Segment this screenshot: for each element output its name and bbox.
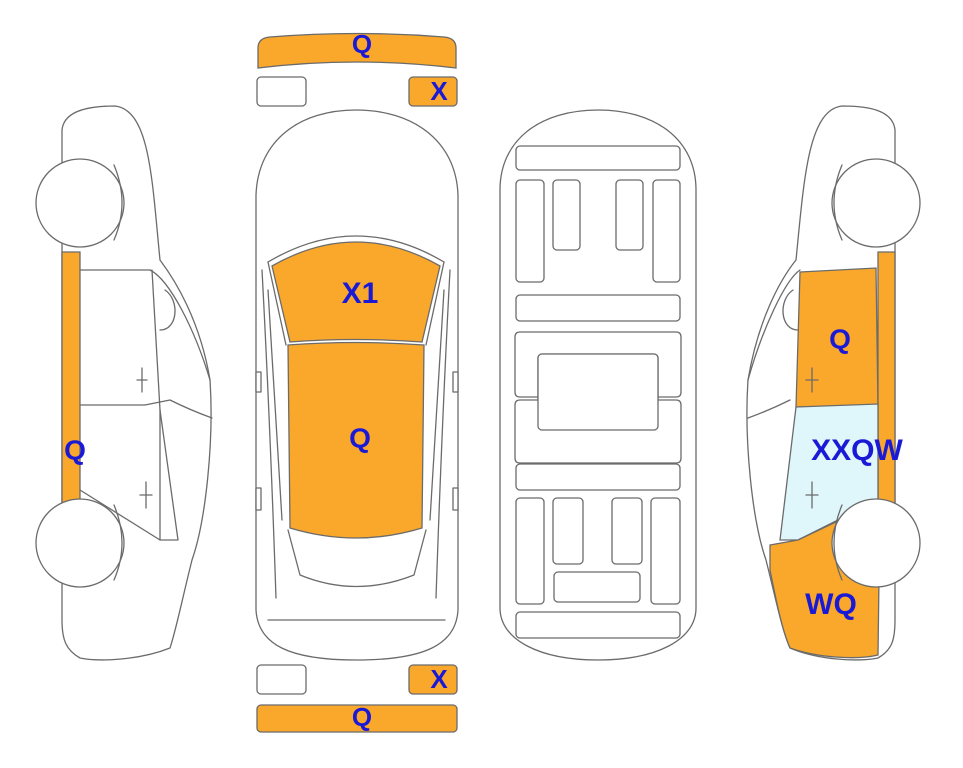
right-front-door[interactable]: Q <box>795 267 879 408</box>
hood-label: X1 <box>342 277 379 310</box>
right-rear-wheel[interactable] <box>831 498 921 588</box>
front-bumper-label: Q <box>352 29 372 59</box>
rear-bumper-label: Q <box>352 702 372 732</box>
hood[interactable]: X1 <box>271 241 441 343</box>
right-rear-door-label: XXQW <box>811 434 903 467</box>
left-rocker[interactable]: Q <box>61 251 86 505</box>
roof-label: Q <box>349 422 371 453</box>
right-front-door-label: Q <box>829 323 851 354</box>
left-front-wheel[interactable] <box>35 158 125 248</box>
right-rear-quarter-label: WQ <box>805 588 857 621</box>
front-light-left[interactable] <box>256 76 307 107</box>
rear-light-right[interactable]: X <box>408 664 458 695</box>
front-bumper[interactable]: Q <box>257 29 457 69</box>
rear-light-left[interactable] <box>256 664 307 695</box>
right-front-wheel[interactable] <box>831 158 921 248</box>
left-rocker-label: Q <box>64 434 86 465</box>
rear-bumper[interactable]: Q <box>256 702 458 733</box>
rear-light-right-label: X <box>430 664 448 694</box>
car-underbody-view <box>499 109 697 661</box>
front-light-right[interactable]: X <box>408 76 458 107</box>
left-rear-wheel[interactable] <box>35 498 125 588</box>
roof[interactable]: Q <box>287 341 425 539</box>
front-light-right-label: X <box>430 76 448 106</box>
